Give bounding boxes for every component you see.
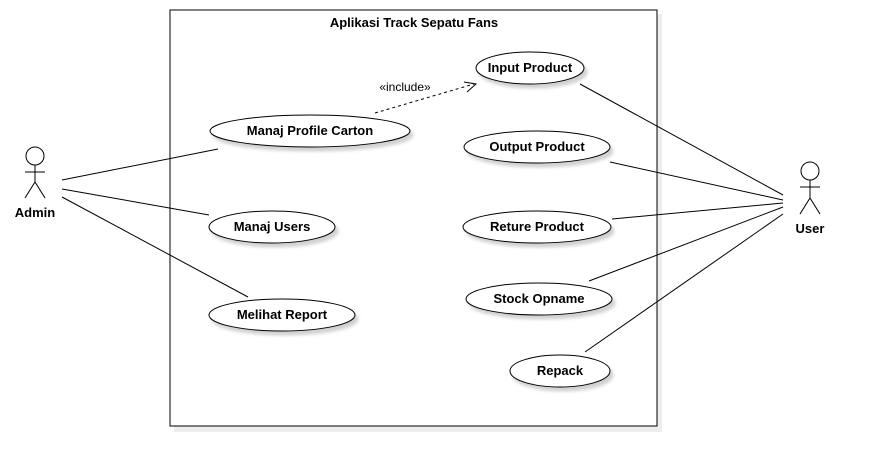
stick-figure-icon: [799, 161, 821, 215]
use-case-label: Melihat Report: [237, 307, 328, 322]
system-title: Aplikasi Track Sepatu Fans: [330, 15, 498, 30]
use-case-output-product[interactable]: Output Product: [463, 130, 611, 164]
actor-user[interactable]: User: [796, 161, 825, 236]
use-case-repack[interactable]: Repack: [509, 354, 611, 388]
use-case-label: Manaj Users: [234, 219, 311, 234]
association-user-repack: [584, 213, 784, 353]
actor-admin[interactable]: Admin: [15, 146, 56, 220]
use-case-label: Stock Opname: [493, 291, 584, 306]
actor-label: User: [796, 221, 825, 236]
use-case-manaj-profile-carton[interactable]: Manaj Profile Carton: [209, 114, 411, 148]
association-admin-melihat-report: [61, 196, 249, 298]
use-case-label: Repack: [537, 363, 584, 378]
association-user-stock-opname: [588, 206, 784, 282]
association-admin-manaj-users: [61, 188, 210, 216]
use-case-input-product[interactable]: Input Product: [475, 51, 585, 85]
stick-figure-icon: [24, 146, 46, 199]
use-case-manaj-users[interactable]: Manaj Users: [208, 210, 336, 244]
use-case-melihat-report[interactable]: Melihat Report: [208, 298, 356, 332]
use-case-stock-opname[interactable]: Stock Opname: [465, 282, 613, 316]
use-case-label: Output Product: [489, 139, 585, 154]
association-user-reture-product: [611, 202, 784, 220]
association-admin-manaj-profile-carton: [61, 148, 219, 181]
use-case-label: Manaj Profile Carton: [247, 123, 373, 138]
use-case-label: Input Product: [488, 60, 573, 75]
association-user-input-product: [579, 83, 784, 196]
association-user-output-product: [609, 161, 784, 201]
include-label: «include»: [379, 80, 431, 94]
use-case-label: Reture Product: [490, 219, 585, 234]
include-dependency: «include»: [374, 80, 478, 114]
associations: [61, 83, 784, 353]
use-case-reture-product[interactable]: Reture Product: [462, 210, 612, 244]
actor-label: Admin: [15, 205, 56, 220]
